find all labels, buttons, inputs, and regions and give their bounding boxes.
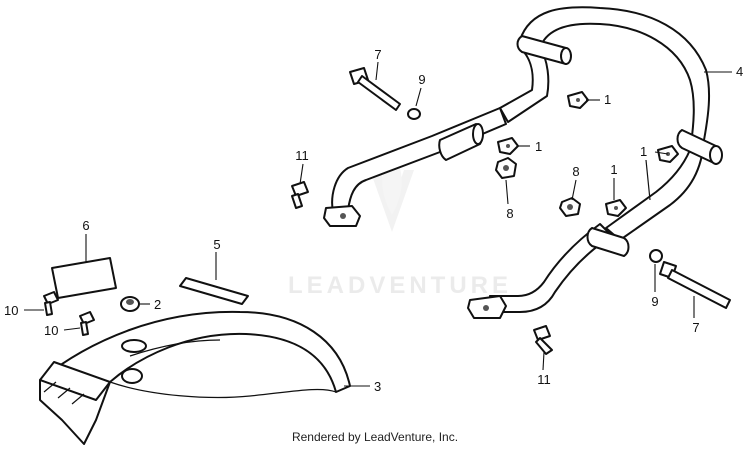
callout-7-lower: 7 — [692, 320, 699, 335]
crash-bar — [323, 6, 723, 319]
leader-lines — [24, 61, 732, 387]
callout-8-left: 8 — [506, 206, 513, 221]
washer-lower — [649, 249, 663, 263]
callout-5: 5 — [213, 237, 220, 252]
callout-1-a: 1 — [604, 92, 611, 107]
callout-1-d: 1 — [610, 162, 617, 177]
clip-b — [497, 137, 519, 155]
callout-10-a: 10 — [4, 303, 18, 318]
strip — [179, 277, 249, 305]
clip-d — [605, 199, 627, 217]
long-bolt-lower — [659, 261, 731, 309]
callout-2: 2 — [154, 297, 161, 312]
footer-credit: Rendered by LeadVenture, Inc. — [291, 430, 459, 444]
callout-11-lower: 11 — [537, 372, 551, 387]
callout-8-right: 8 — [572, 164, 579, 179]
plate — [51, 257, 117, 299]
nut-right — [559, 197, 581, 217]
watermark-text: LEADVENTURE — [288, 272, 512, 299]
clip-a — [567, 91, 589, 109]
callout-9-upper: 9 — [418, 72, 425, 87]
callout-1-b: 1 — [535, 139, 542, 154]
watermark-logo: LEADVENTURE — [288, 150, 512, 299]
callout-7-upper: 7 — [374, 47, 381, 62]
nut-left — [495, 157, 517, 179]
grommet — [120, 296, 140, 312]
callout-1-c: 1 — [640, 144, 647, 159]
small-bolt-b — [79, 311, 95, 336]
callout-9-lower: 9 — [651, 294, 658, 309]
callout-10-b: 10 — [44, 323, 58, 338]
long-bolt-upper — [349, 67, 401, 111]
bolt-upper — [291, 181, 309, 209]
bolt-lower — [533, 325, 553, 355]
washer-upper — [407, 108, 421, 120]
callout-11-upper: 11 — [295, 148, 309, 163]
small-bolt-a — [43, 291, 59, 316]
callout-3: 3 — [374, 379, 381, 394]
callout-6: 6 — [82, 218, 89, 233]
callout-4: 4 — [736, 64, 743, 79]
fender — [39, 310, 351, 445]
